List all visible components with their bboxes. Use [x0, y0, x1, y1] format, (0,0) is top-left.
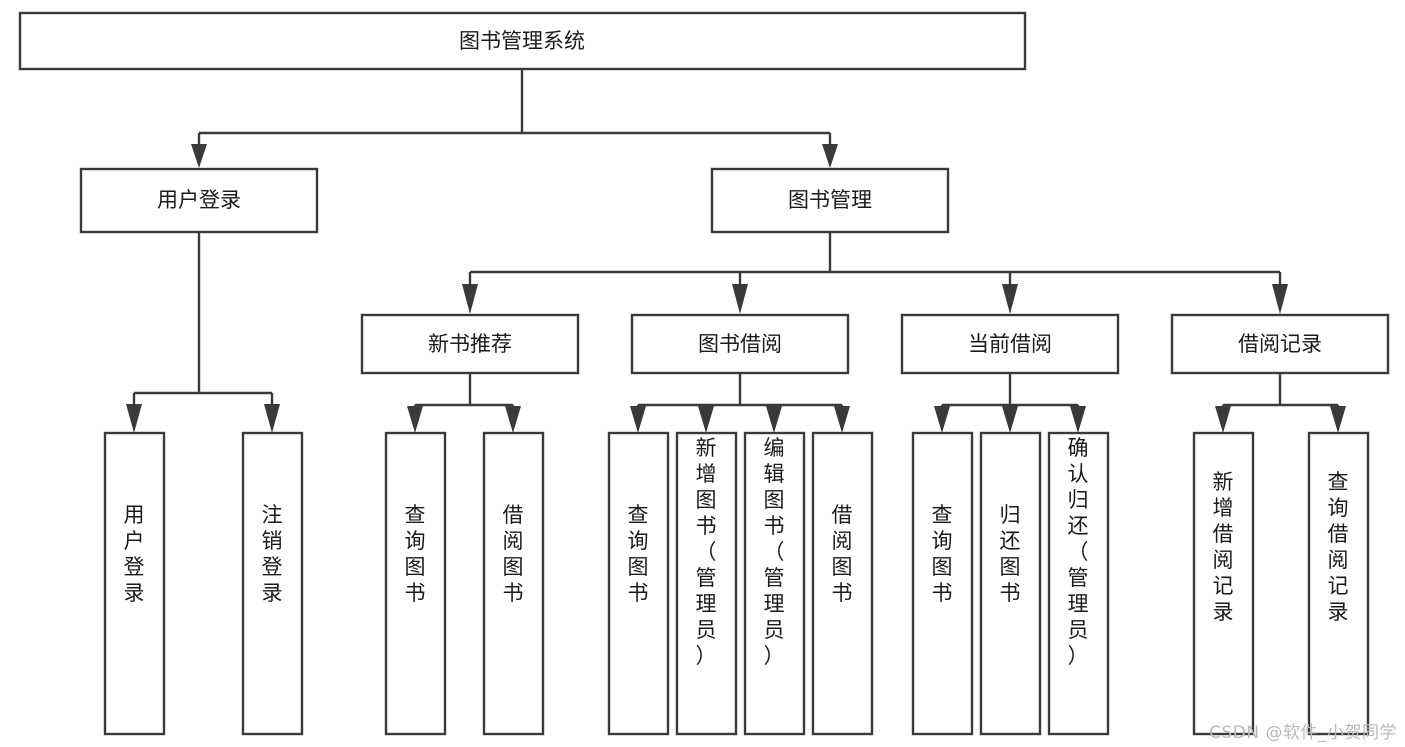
arrow-head-borrow-leaf1 — [630, 406, 646, 433]
node-borrow[interactable]: 图书借阅 — [630, 313, 850, 375]
node-leaf-records-1-box[interactable] — [1192, 431, 1255, 736]
node-leaf-current-1[interactable]: 查询图书 — [911, 431, 974, 736]
node-leaf-login-1[interactable]: 用户登录 — [103, 431, 166, 736]
node-leaf-current-2-box[interactable] — [979, 431, 1042, 736]
node-borrow-box[interactable] — [630, 313, 850, 375]
connector-group-newbook-to-leaves — [407, 373, 521, 433]
node-leaf-borrow-4-label: 借阅图书 — [832, 503, 853, 605]
arrow-head-records — [1272, 284, 1288, 314]
arrow-head-borrow-leaf2 — [698, 406, 714, 433]
node-records-box[interactable] — [1170, 313, 1390, 375]
arrow-head-newbook-leaf2 — [505, 406, 521, 433]
connector-group-records-to-leaves — [1215, 373, 1346, 433]
node-newbook-box[interactable] — [360, 313, 580, 375]
connector-group-bookmgmt-to-level3 — [462, 232, 1288, 314]
node-leaf-records-2-box[interactable] — [1307, 431, 1370, 736]
arrow-head-borrow-leaf4 — [834, 406, 850, 433]
node-leaf-borrow-3-box[interactable] — [743, 431, 806, 736]
node-leaf-borrow-4-box[interactable] — [811, 431, 874, 736]
node-leaf-borrow-3-label: 编辑图书（管理员） — [764, 436, 785, 668]
node-leaf-records-1-label: 新增借阅记录 — [1213, 470, 1234, 624]
node-leaf-borrow-2[interactable]: 新增图书（管理员） — [675, 431, 738, 736]
node-current-label: 当前借阅 — [968, 332, 1052, 356]
node-leaf-newbook-1-box[interactable] — [384, 431, 447, 736]
node-root[interactable]: 图书管理系统 — [18, 11, 1027, 71]
node-leaf-borrow-1[interactable]: 查询图书 — [607, 431, 670, 736]
csdn-watermark: CSDN @软件_小贺同学 — [1209, 723, 1397, 743]
node-borrow-label: 图书借阅 — [698, 332, 782, 356]
node-leaf-borrow-3[interactable]: 编辑图书（管理员） — [743, 431, 806, 736]
node-newbook[interactable]: 新书推荐 — [360, 313, 580, 375]
arrow-head-records-leaf1 — [1215, 406, 1231, 433]
node-leaf-newbook-1-label: 查询图书 — [405, 503, 426, 605]
node-leaf-current-3-box[interactable] — [1047, 431, 1110, 736]
arrow-head-newbook-leaf1 — [407, 406, 423, 433]
node-leaf-records-2[interactable]: 查询借阅记录 — [1307, 431, 1370, 736]
node-root-box[interactable] — [18, 11, 1027, 71]
node-leaf-borrow-2-box[interactable] — [675, 431, 738, 736]
node-leaf-newbook-2-label: 借阅图书 — [503, 503, 524, 605]
arrow-head-borrow-leaf3 — [766, 406, 782, 433]
connector-group-borrow-to-leaves — [630, 373, 850, 433]
node-leaf-current-3-label: 确认归还（管理员） — [1068, 436, 1089, 668]
node-leaf-current-1-box[interactable] — [911, 431, 974, 736]
node-current[interactable]: 当前借阅 — [900, 313, 1120, 375]
connector-group-current-to-leaves — [934, 373, 1086, 433]
arrow-head-records-leaf2 — [1330, 406, 1346, 433]
node-bookmgmt[interactable]: 图书管理 — [710, 167, 950, 234]
node-leaf-newbook-2[interactable]: 借阅图书 — [482, 431, 545, 736]
node-root-label: 图书管理系统 — [459, 29, 585, 53]
node-leaf-login-2-label: 注销登录 — [262, 503, 283, 605]
node-leaf-current-1-label: 查询图书 — [932, 503, 953, 605]
arrow-head-current — [1002, 284, 1018, 314]
node-login-label: 用户登录 — [157, 188, 241, 212]
node-login[interactable]: 用户登录 — [79, 167, 319, 234]
node-leaf-current-2-label: 归还图书 — [1000, 503, 1021, 605]
arrow-head-borrow — [732, 284, 748, 314]
node-leaf-borrow-2-label: 新增图书（管理员） — [696, 436, 717, 668]
node-leaf-login-2-box[interactable] — [241, 431, 304, 736]
node-bookmgmt-label: 图书管理 — [788, 188, 872, 212]
connector-group-login-to-leaves — [126, 232, 280, 433]
node-leaf-borrow-1-label: 查询图书 — [628, 503, 649, 605]
node-leaf-login-1-box[interactable] — [103, 431, 166, 736]
node-records-label: 借阅记录 — [1238, 332, 1322, 356]
arrow-head-current-leaf3 — [1070, 406, 1086, 433]
arrow-head-login-leaf2 — [264, 404, 280, 433]
node-bookmgmt-box[interactable] — [710, 167, 950, 234]
arrow-head-login-leaf1 — [126, 404, 142, 433]
arrow-head-bookmgmt — [822, 144, 838, 168]
connector-group-root-to-level2 — [191, 69, 838, 168]
node-leaf-current-2[interactable]: 归还图书 — [979, 431, 1042, 736]
arrow-head-current-leaf2 — [1002, 406, 1018, 433]
node-leaf-borrow-4[interactable]: 借阅图书 — [811, 431, 874, 736]
node-records[interactable]: 借阅记录 — [1170, 313, 1390, 375]
node-leaf-records-1[interactable]: 新增借阅记录 — [1192, 431, 1255, 736]
node-leaf-login-1-label: 用户登录 — [124, 503, 145, 605]
node-current-box[interactable] — [900, 313, 1120, 375]
node-leaf-current-3[interactable]: 确认归还（管理员） — [1047, 431, 1110, 736]
node-login-box[interactable] — [79, 167, 319, 234]
node-leaf-records-2-label: 查询借阅记录 — [1328, 470, 1349, 624]
node-leaf-borrow-1-box[interactable] — [607, 431, 670, 736]
node-newbook-label: 新书推荐 — [428, 332, 512, 356]
node-leaf-newbook-2-box[interactable] — [482, 431, 545, 736]
arrow-head-login — [191, 144, 207, 168]
node-leaf-newbook-1[interactable]: 查询图书 — [384, 431, 447, 736]
node-leaf-login-2[interactable]: 注销登录 — [241, 431, 304, 736]
arrow-head-newbook — [462, 284, 478, 314]
arrow-head-current-leaf1 — [934, 406, 950, 433]
